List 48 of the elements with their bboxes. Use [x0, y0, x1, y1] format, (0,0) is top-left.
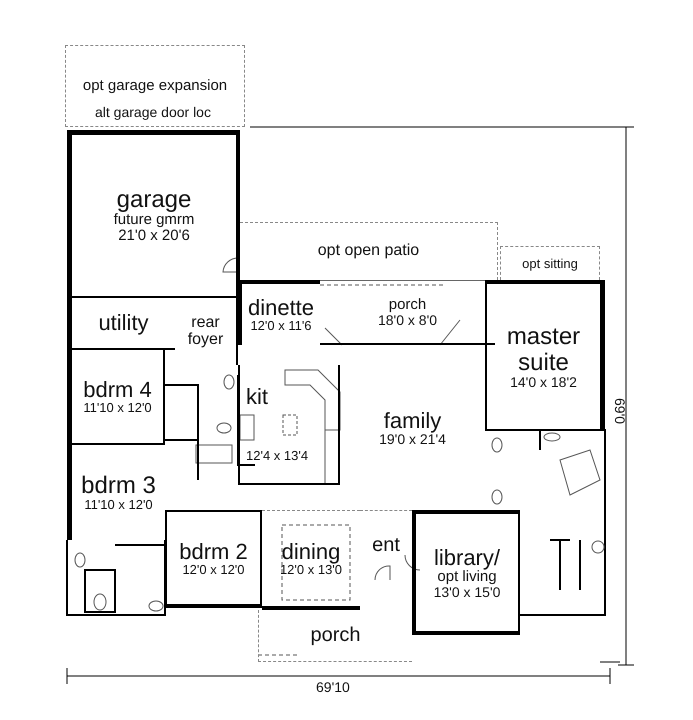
- optional-area-outline: [500, 246, 600, 280]
- room-outline: [67, 298, 175, 350]
- room-name: bdrm 4: [83, 378, 152, 402]
- room-outline: [262, 510, 360, 610]
- room-name: bdrm 2: [179, 540, 248, 563]
- room-note: 12'0 x 12'0: [182, 562, 245, 576]
- room-name: ent: [372, 535, 400, 556]
- room-name: opt garage expansion: [82, 78, 228, 94]
- room-outline: [485, 280, 605, 430]
- room-note: 11'10 x 12'0: [84, 498, 153, 512]
- room-outline: [165, 510, 262, 608]
- optional-area-outline: [258, 610, 412, 662]
- room-name: rear foyer: [186, 314, 224, 348]
- dimension-label: 69'0: [612, 398, 628, 424]
- room-note: 19'0 x 21'4: [379, 432, 446, 446]
- room-name: utility: [98, 311, 149, 335]
- room-note: 12'0 x 11'6: [250, 319, 312, 333]
- room-name: dining: [282, 540, 340, 564]
- room-note: 18'0 x 8'0: [378, 312, 438, 328]
- room-note: 13'0 x 15'0: [434, 584, 500, 600]
- room-name: library/: [434, 546, 500, 569]
- room-note: 12'0 x 13'0: [280, 563, 342, 577]
- room-name: bdrm 3: [81, 473, 156, 498]
- room-name: opt sitting: [522, 256, 578, 270]
- room-outline: [238, 280, 320, 345]
- optional-area-outline: [240, 222, 498, 280]
- area-label: alt garage door loc: [95, 104, 211, 120]
- room-name: dinette: [248, 296, 314, 320]
- room-name: master suite: [506, 324, 582, 375]
- room-name: garage: [116, 187, 192, 212]
- room-note: 11'10 x 12'0: [83, 401, 152, 415]
- room-note: future gmrm: [114, 212, 194, 228]
- room-name: kit: [246, 385, 268, 408]
- room-name: porch: [388, 296, 426, 313]
- room-outline: [412, 510, 520, 635]
- dimension-label: 69'10: [316, 679, 350, 695]
- room-outline: [320, 280, 495, 345]
- room-note: 21'0 x 20'6: [118, 228, 190, 244]
- room-note: 14'0 x 18'2: [510, 374, 577, 390]
- room-name: porch: [310, 625, 361, 646]
- room-name: opt open patio: [318, 243, 420, 260]
- room-outline: [67, 350, 165, 445]
- room-outline: [67, 130, 240, 298]
- optional-area-outline: [65, 45, 245, 127]
- room-outline: [238, 365, 340, 485]
- room-note: opt living: [437, 568, 497, 585]
- room-note: 12'4 x 13'4: [246, 449, 308, 463]
- room-name: family: [384, 408, 442, 432]
